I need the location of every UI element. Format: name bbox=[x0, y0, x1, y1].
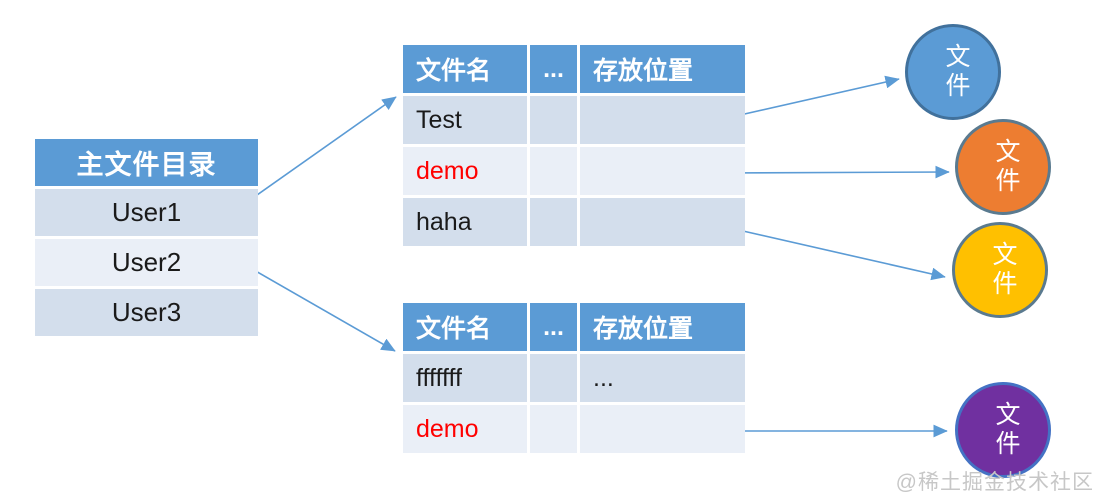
directory-row-user1: User1 bbox=[35, 189, 258, 236]
user1-file-table: 文件名 ... 存放位置 Test demo haha bbox=[403, 45, 745, 246]
header-ellipsis: ... bbox=[530, 303, 577, 351]
arrow-user1-to-table1 bbox=[239, 96, 397, 208]
header-file-name: 文件名 bbox=[403, 303, 527, 351]
file-circle-label: 文件 bbox=[992, 240, 1018, 299]
table-cell-more bbox=[530, 96, 577, 144]
table-cell-file-name: Test bbox=[403, 96, 527, 144]
file-circle-purple: 文件 bbox=[955, 382, 1051, 478]
watermark: @稀土掘金技术社区 bbox=[895, 471, 1094, 494]
table-cell-more bbox=[530, 354, 577, 402]
main-directory-header: 主文件目录 bbox=[35, 139, 258, 186]
file-circle-yellow: 文件 bbox=[952, 222, 1048, 318]
file-circle-label: 文件 bbox=[945, 42, 971, 101]
table-cell-file-name: haha bbox=[403, 198, 527, 246]
table-cell-location: ... bbox=[580, 354, 745, 402]
arrow-user2-to-table2 bbox=[239, 261, 396, 352]
table-cell-location bbox=[580, 405, 745, 453]
table-cell-file-name: demo bbox=[403, 405, 527, 453]
main-directory-table: 主文件目录 User1 User2 User3 bbox=[35, 139, 258, 336]
file-circle-blue: 文件 bbox=[905, 24, 1001, 120]
table-cell-file-name: fffffff bbox=[403, 354, 527, 402]
table-cell-file-name: demo bbox=[403, 147, 527, 195]
table-cell-more bbox=[530, 198, 577, 246]
file-circle-label: 文件 bbox=[995, 400, 1021, 459]
table-cell-more bbox=[530, 405, 577, 453]
file-circle-label: 文件 bbox=[995, 137, 1021, 196]
table-cell-more bbox=[530, 147, 577, 195]
table-cell-location bbox=[580, 147, 745, 195]
header-location: 存放位置 bbox=[580, 45, 745, 93]
directory-row-user2: User2 bbox=[35, 239, 258, 286]
arrow-haha-to-file-yellow bbox=[720, 225, 946, 281]
user2-file-table: 文件名 ... 存放位置 fffffff ... demo bbox=[403, 303, 745, 453]
table-cell-location bbox=[580, 96, 745, 144]
header-location: 存放位置 bbox=[580, 303, 745, 351]
header-ellipsis: ... bbox=[530, 45, 577, 93]
table-cell-location bbox=[580, 198, 745, 246]
arrow-demo-to-file-orange bbox=[718, 165, 950, 179]
file-circle-orange: 文件 bbox=[955, 119, 1051, 215]
directory-row-user3: User3 bbox=[35, 289, 258, 336]
header-file-name: 文件名 bbox=[403, 45, 527, 93]
arrow-test-to-file-blue bbox=[717, 75, 900, 121]
